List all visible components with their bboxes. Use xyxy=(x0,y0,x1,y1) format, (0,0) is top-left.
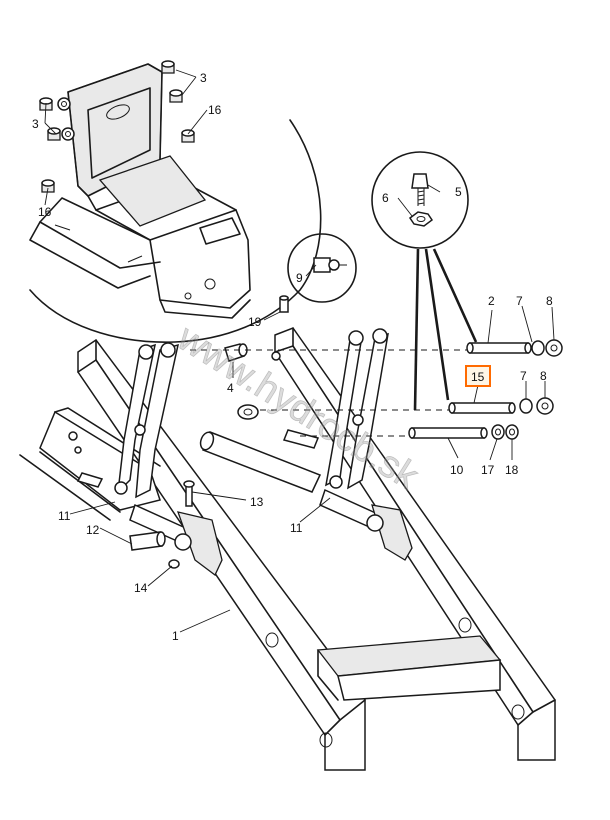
callout-17: 17 xyxy=(481,463,495,477)
pin-10 xyxy=(411,427,485,439)
callout-7-top: 7 xyxy=(516,294,523,308)
centerline-pin-15 xyxy=(424,248,450,401)
grease-nipple xyxy=(313,257,331,273)
inset-frame xyxy=(29,63,251,319)
callout-11-left: 11 xyxy=(58,509,71,523)
callout-13: 13 xyxy=(250,495,264,509)
callout-16-left: 16 xyxy=(38,205,52,219)
inset-bushings xyxy=(39,60,195,193)
callout-9: 9 xyxy=(296,271,303,285)
leader-lines xyxy=(44,69,555,633)
callout-8-top: 8 xyxy=(546,294,553,308)
washer-8a xyxy=(545,339,563,357)
grease-nipple-detail xyxy=(287,233,357,303)
grease-detail-circle xyxy=(287,233,357,303)
callout-11-right: 11 xyxy=(290,521,303,535)
loose-parts xyxy=(408,339,563,440)
centerline-pin-10 xyxy=(413,248,420,411)
callout-10: 10 xyxy=(450,463,464,477)
callout-8-mid: 8 xyxy=(540,369,547,383)
callout-1: 1 xyxy=(172,629,179,643)
centerline-pin-2 xyxy=(432,248,478,343)
right-bracket xyxy=(282,328,413,561)
loader-arm-assembly xyxy=(19,295,556,771)
pin-15 xyxy=(451,402,513,414)
washer-7a xyxy=(531,340,545,356)
callout-4: 4 xyxy=(227,381,234,395)
callouts: 3 3 16 16 5 6 9 19 4 2 7 8 15 7 8 10 17 … xyxy=(32,71,553,643)
callout-19: 19 xyxy=(248,315,262,329)
callout-5: 5 xyxy=(455,185,462,199)
callout-7-mid: 7 xyxy=(520,369,527,383)
callout-18: 18 xyxy=(505,463,519,477)
inset-circle-arc xyxy=(29,119,322,343)
small-parts xyxy=(129,295,289,569)
bolt-head xyxy=(411,173,429,189)
callout-3-left: 3 xyxy=(32,117,39,131)
bolt-detail-circle xyxy=(371,151,469,249)
pin-2 xyxy=(469,342,529,354)
nut xyxy=(408,211,434,227)
callout-12: 12 xyxy=(86,523,100,537)
bolt-detail xyxy=(371,151,478,411)
inset-detail xyxy=(29,60,322,343)
callout-3-top: 3 xyxy=(200,71,207,85)
washer-8b xyxy=(536,397,554,415)
washer-18 xyxy=(505,424,519,440)
washer-17 xyxy=(491,424,505,440)
washer-7b xyxy=(519,398,533,414)
callout-16-right: 16 xyxy=(208,103,222,117)
callout-2: 2 xyxy=(488,294,495,308)
callout-15-highlight: 15 xyxy=(465,365,491,387)
callout-14: 14 xyxy=(134,581,148,595)
left-bracket xyxy=(19,342,223,577)
callout-15: 15 xyxy=(471,370,485,384)
callout-6: 6 xyxy=(382,191,389,205)
